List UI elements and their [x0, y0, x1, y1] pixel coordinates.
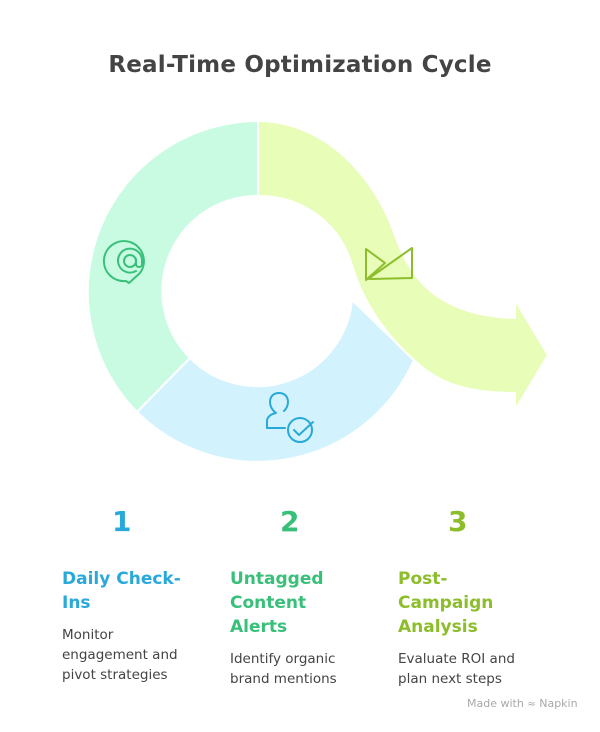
step-2: 2 Untagged Content Alerts Identify organ… [230, 505, 390, 689]
step-2-number: 2 [280, 505, 300, 538]
step-3-heading: Post- Campaign Analysis [398, 567, 558, 639]
cycle-segment-1 [86, 119, 259, 414]
napkin-watermark[interactable]: Made with ≈ Napkin [467, 697, 578, 710]
step-1-heading-line: Daily Check- [62, 569, 181, 589]
user-check-icon [266, 392, 314, 443]
napkin-logo-icon: ≈ [527, 699, 536, 710]
made-with-label: Made with [467, 697, 524, 710]
step-3-number: 3 [448, 505, 468, 538]
step-1-heading: Daily Check- Ins [62, 567, 222, 615]
step-1-heading-line: Ins [62, 593, 91, 613]
step-1-description: Monitor engagement and pivot strategies [62, 627, 178, 683]
at-chat-bubble-icon [102, 240, 145, 284]
step-2-heading-line: Untagged [230, 569, 324, 589]
step-2-heading-line: Content [230, 593, 307, 613]
step-3-heading-line: Campaign [398, 593, 494, 613]
step-3: 3 Post- Campaign Analysis Evaluate ROI a… [398, 505, 558, 689]
step-3-heading-line: Analysis [398, 617, 478, 637]
step-1: 1 Daily Check- Ins Monitor engagement an… [62, 505, 222, 685]
step-2-heading-line: Alerts [230, 617, 288, 637]
diagram-title: Real-Time Optimization Cycle [108, 52, 492, 78]
step-2-heading: Untagged Content Alerts [230, 567, 390, 639]
cycle-segment-3-arrow [257, 119, 550, 414]
step-3-heading-line: Post- [398, 569, 448, 589]
step-2-description: Identify organic brand mentions [230, 651, 337, 687]
step-3-description: Evaluate ROI and plan next steps [398, 651, 515, 687]
envelope-send-icon [365, 247, 413, 281]
napkin-brand: Napkin [539, 697, 578, 710]
cycle-segment-2 [135, 297, 416, 463]
step-1-number: 1 [112, 505, 132, 538]
